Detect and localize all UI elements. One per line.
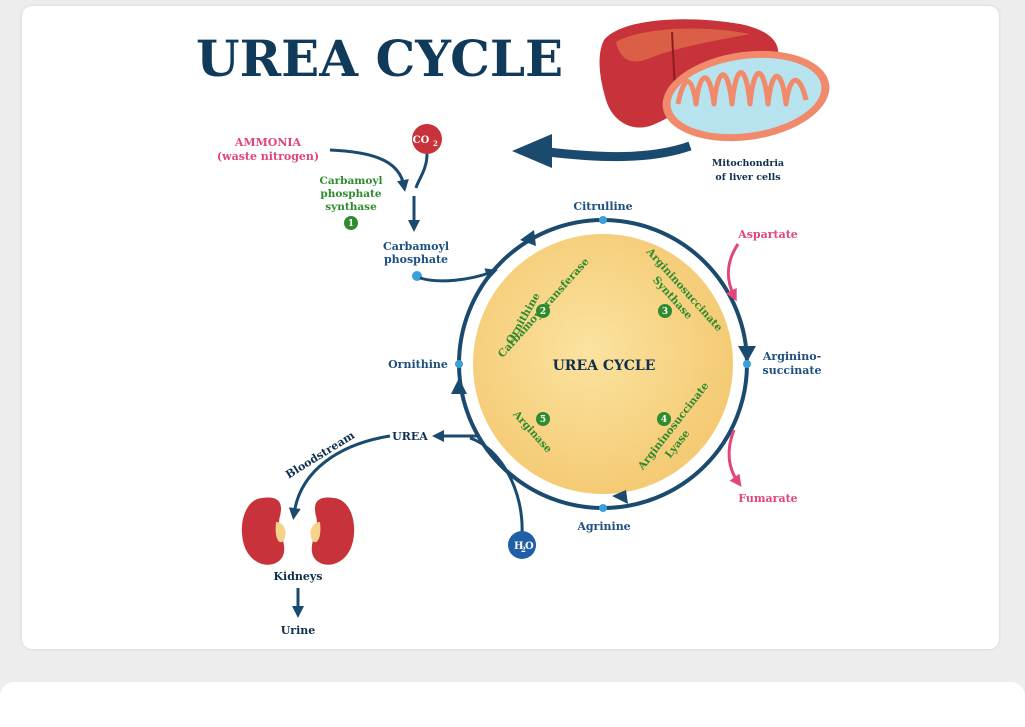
kidneys-icon — [242, 498, 354, 565]
aspartate-arrow — [728, 244, 738, 296]
co2-arrow — [416, 154, 427, 188]
arginine-node — [599, 504, 607, 512]
argininosuccinate-label-2: succinate — [763, 364, 822, 377]
enzyme4-number: 4 — [661, 415, 667, 425]
fumarate-arrow — [729, 430, 738, 482]
enzyme1-label-2: phosphate — [320, 188, 382, 200]
kidneys-label: Kidneys — [273, 570, 322, 583]
enzyme1-label-1: Carbamoyl — [319, 175, 382, 187]
ammonia-label: AMMONIA — [234, 136, 302, 149]
ornithine-label: Ornithine — [388, 358, 448, 371]
citrulline-label: Citrulline — [573, 200, 632, 213]
mitochondria-label-1: Mitochondria — [712, 158, 784, 169]
co2-label: CO — [413, 135, 430, 146]
center-label: UREA CYCLE — [553, 358, 656, 374]
bloodstream-label: Bloodstream — [283, 428, 357, 481]
enzyme5-number: 5 — [540, 415, 546, 425]
big-arrow — [512, 134, 690, 168]
enzyme1-number: 1 — [348, 219, 354, 229]
urea-label: UREA — [392, 430, 428, 443]
argininosuccinate-node — [743, 360, 751, 368]
argininosuccinate-label-1: Arginino- — [762, 350, 821, 363]
carbamoyl-to-cycle-arrow — [420, 272, 492, 281]
h2o-o: O — [525, 541, 534, 552]
diagram-title: UREA CYCLE — [196, 29, 563, 88]
enzyme2-number: 2 — [540, 307, 546, 317]
mitochondria-label-2: of liver cells — [715, 172, 780, 183]
urine-label: Urine — [281, 624, 316, 637]
carbamoyl-phosphate-label-2: phosphate — [384, 253, 448, 266]
co2-subscript: 2 — [433, 139, 438, 148]
fumarate-label: Fumarate — [738, 492, 797, 505]
enzyme3-number: 3 — [662, 307, 668, 317]
ornithine-node — [455, 360, 463, 368]
cycle-arrowhead-left — [451, 378, 467, 394]
carbamoyl-phosphate-label-1: Carbamoyl — [383, 240, 449, 253]
aspartate-label: Aspartate — [737, 228, 798, 241]
citrulline-node — [599, 216, 607, 224]
cycle-arrowhead-right — [738, 346, 756, 362]
ammonia-sub-label: (waste nitrogen) — [217, 150, 319, 163]
enzyme1-label-3: synthase — [325, 201, 377, 213]
arginine-label: Agrinine — [576, 520, 630, 533]
